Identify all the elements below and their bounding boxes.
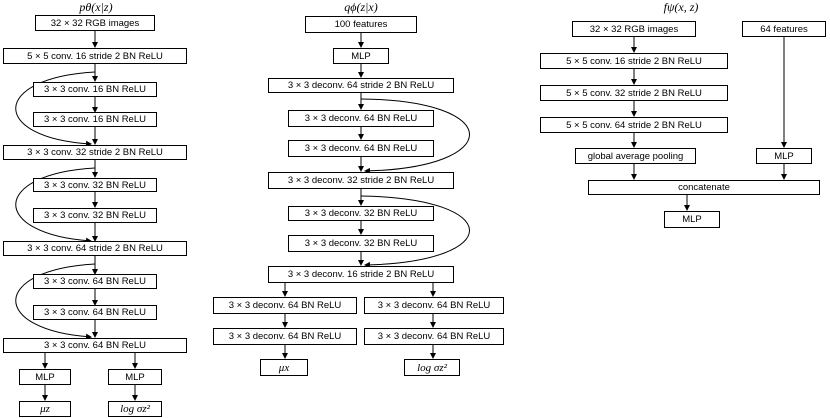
f-concat-node: concatenate xyxy=(588,180,820,195)
p-conv-node: 3 × 3 conv. 32 stride 2 BN ReLU xyxy=(3,145,187,160)
q-deconv-node: 3 × 3 deconv. 64 BN ReLU xyxy=(288,110,434,127)
p-network-edges xyxy=(15,31,138,401)
title-f-network: fψ(x, z) xyxy=(663,0,699,14)
f-network-edges xyxy=(631,37,787,211)
p-conv-node: 3 × 3 conv. 32 BN ReLU xyxy=(33,208,157,223)
q-deconv-right-node: 3 × 3 deconv. 64 BN ReLU xyxy=(364,328,504,345)
f-input-image-node: 32 × 32 RGB images xyxy=(572,21,696,37)
f-mlp-output-node: MLP xyxy=(664,211,720,228)
p-conv-node: 3 × 3 conv. 16 BN ReLU xyxy=(33,82,157,97)
f-conv-node: 5 × 5 conv. 16 stride 2 BN ReLU xyxy=(540,53,728,69)
p-conv-node: 3 × 3 conv. 16 BN ReLU xyxy=(33,112,157,127)
p-conv-node: 3 × 3 conv. 64 BN ReLU xyxy=(3,338,187,353)
p-conv-node: 5 × 5 conv. 16 stride 2 BN ReLU xyxy=(3,48,187,64)
p-conv-node: 3 × 3 conv. 64 BN ReLU xyxy=(33,274,157,289)
p-mlp-left-node: MLP xyxy=(19,369,71,385)
q-output-logvar-node: log σz² xyxy=(404,359,460,376)
f-conv-node: 5 × 5 conv. 32 stride 2 BN ReLU xyxy=(540,85,728,101)
p-output-logvar-node: log σz² xyxy=(108,401,162,417)
f-conv-node: 5 × 5 conv. 64 stride 2 BN ReLU xyxy=(540,117,728,133)
q-deconv-node: 3 × 3 deconv. 16 stride 2 BN ReLU xyxy=(268,266,454,283)
q-deconv-right-node: 3 × 3 deconv. 64 BN ReLU xyxy=(364,297,504,314)
q-deconv-left-node: 3 × 3 deconv. 64 BN ReLU xyxy=(213,297,357,314)
f-mlp-feature-node: MLP xyxy=(756,148,812,164)
q-deconv-node: 3 × 3 deconv. 32 BN ReLU xyxy=(288,235,434,252)
q-skip-connection xyxy=(360,98,470,174)
q-network-edges xyxy=(282,33,470,359)
q-deconv-node: 3 × 3 deconv. 32 BN ReLU xyxy=(288,206,434,221)
q-deconv-left-node: 3 × 3 deconv. 64 BN ReLU xyxy=(213,328,357,345)
q-deconv-node: 3 × 3 deconv. 32 stride 2 BN ReLU xyxy=(268,172,454,189)
p-output-mu-node: μz xyxy=(19,401,71,417)
title-p-network: pθ(x|z) xyxy=(79,0,113,14)
q-input-node: 100 features xyxy=(305,16,417,33)
p-conv-node: 3 × 3 conv. 64 stride 2 BN ReLU xyxy=(3,241,187,256)
f-input-feature-node: 64 features xyxy=(742,21,826,37)
q-skip-connection xyxy=(360,195,470,268)
p-skip-connection xyxy=(15,263,96,340)
title-q-network: qϕ(z|x) xyxy=(344,0,378,14)
q-deconv-node: 3 × 3 deconv. 64 stride 2 BN ReLU xyxy=(268,78,454,93)
q-deconv-node: 3 × 3 deconv. 64 BN ReLU xyxy=(288,140,434,157)
p-conv-node: 3 × 3 conv. 64 BN ReLU xyxy=(33,305,157,320)
p-mlp-right-node: MLP xyxy=(108,369,162,385)
p-input-node: 32 × 32 RGB images xyxy=(35,15,155,31)
q-mlp-node: MLP xyxy=(333,48,389,64)
p-skip-connection xyxy=(15,71,96,147)
q-output-mu-node: μx xyxy=(260,359,308,376)
p-skip-connection xyxy=(15,167,96,244)
p-conv-node: 3 × 3 conv. 32 BN ReLU xyxy=(33,178,157,192)
f-gap-node: global average pooling xyxy=(575,148,696,164)
